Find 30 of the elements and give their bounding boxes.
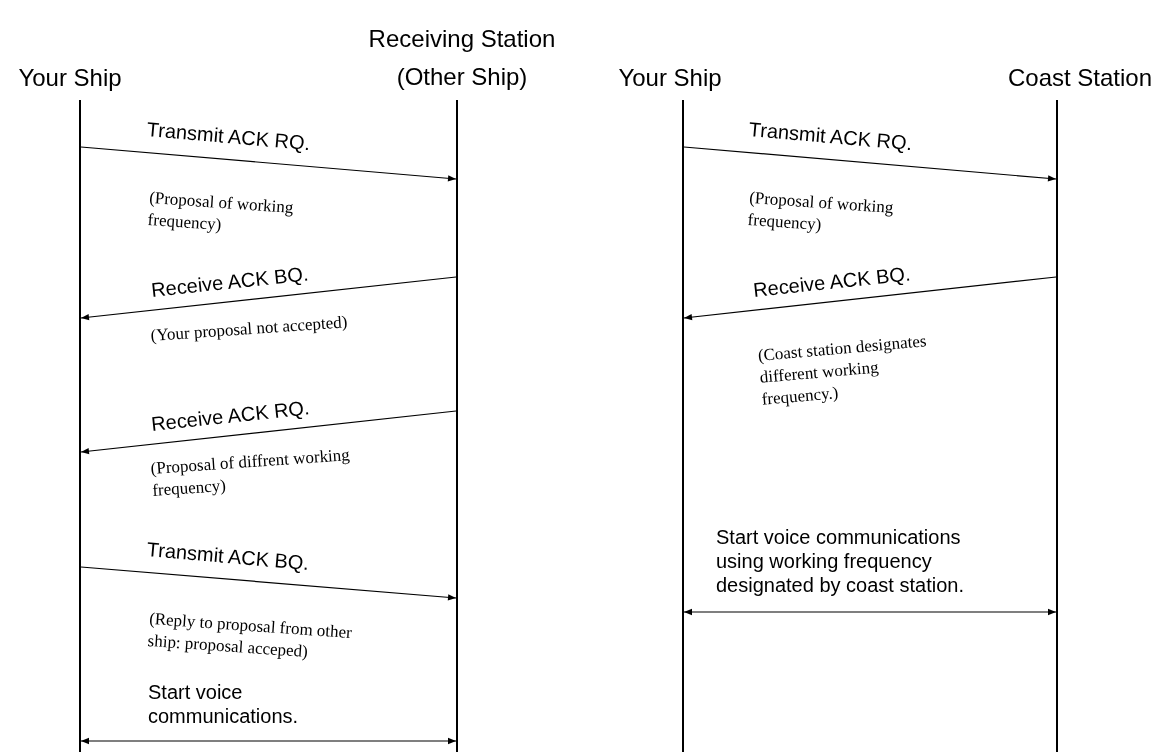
message-arrow — [683, 276, 1057, 321]
lifeline — [1056, 100, 1058, 752]
message-label: Transmit ACK BQ. — [145, 537, 311, 577]
message-arrow — [683, 146, 1057, 182]
message-note: (Reply to proposal from other ship: proposal acceped) — [146, 608, 354, 664]
lifeline — [79, 100, 81, 752]
message-note: (Proposal of working frequency) — [146, 187, 296, 237]
message-label: Receive ACK RQ. — [150, 395, 312, 436]
message-label: Receive ACK BQ. — [752, 261, 913, 302]
participant-name: Receiving Station (Other Ship) — [367, 24, 557, 92]
message-note: (Proposal of working frequency) — [746, 187, 896, 237]
message-note: (Coast station designates different working frequency.) — [757, 330, 929, 411]
message-label: Start voice communications. — [148, 680, 298, 728]
message-label: Receive ACK BQ. — [150, 261, 311, 302]
message-arrow — [80, 410, 457, 455]
message-label: Transmit ACK RQ. — [747, 117, 914, 157]
message-arrow — [80, 146, 457, 182]
message-arrow — [80, 566, 457, 601]
message-note: (Your proposal not accepted) — [150, 311, 349, 347]
message-arrow — [80, 276, 457, 321]
lifeline — [456, 100, 458, 752]
lifeline — [682, 100, 684, 752]
message-arrow — [683, 608, 1057, 616]
participant-name: Your Ship — [617, 63, 723, 93]
message-label: Transmit ACK RQ. — [145, 117, 312, 157]
message-arrow — [80, 737, 457, 745]
message-label: Start voice communications using working frequency designated by coast station. — [716, 525, 965, 597]
participant-name: Your Ship — [17, 63, 123, 93]
participant-name: Coast Station — [1006, 63, 1154, 93]
message-note: (Proposal of diffrent working frequency) — [150, 444, 352, 502]
